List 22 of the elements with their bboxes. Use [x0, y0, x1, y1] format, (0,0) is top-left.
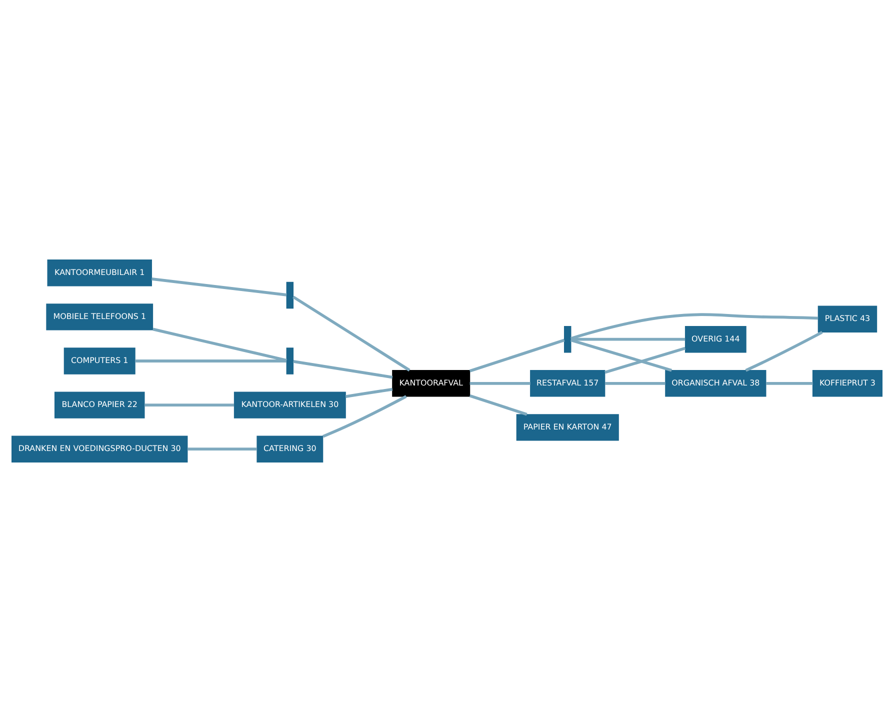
connector: [152, 328, 287, 362]
node-bar: [286, 282, 294, 309]
connector: [135, 360, 286, 362]
connector: [144, 404, 234, 406]
connector: [345, 388, 393, 398]
connector: [292, 296, 410, 372]
connector: [745, 331, 823, 372]
connector: [604, 382, 666, 385]
connector: [570, 338, 686, 341]
connector: [766, 382, 813, 385]
node-bar: [564, 326, 572, 353]
connector: [469, 394, 528, 416]
connector: [604, 346, 686, 374]
connector: [293, 360, 393, 379]
connector: [469, 338, 565, 372]
connector: [470, 382, 530, 385]
node-bar: [286, 348, 294, 374]
connector: [570, 313, 818, 340]
connector: [322, 395, 407, 438]
connector: [152, 278, 287, 296]
connector: [188, 448, 257, 451]
connector: [570, 338, 672, 372]
